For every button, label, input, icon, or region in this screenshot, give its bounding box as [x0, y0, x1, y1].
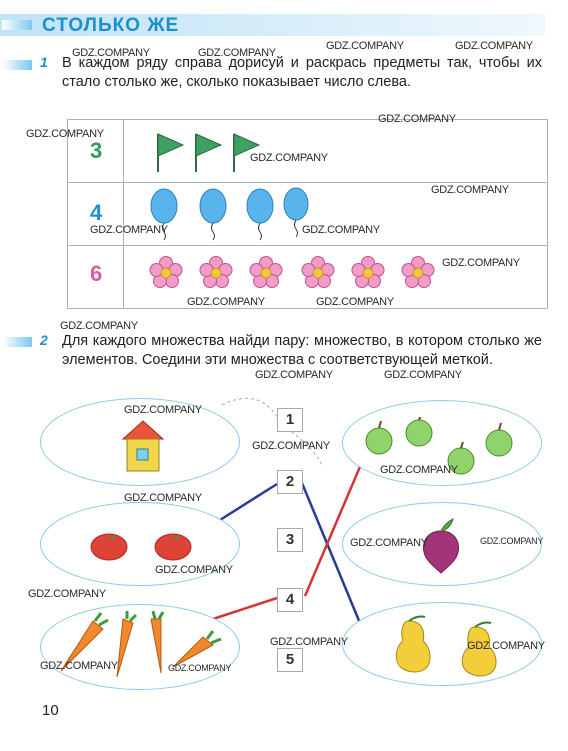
header-bar: [0, 14, 545, 36]
flag-icon: [195, 133, 223, 172]
label-box-2[interactable]: 2: [277, 470, 303, 494]
carrots-group: [60, 611, 222, 678]
line-4-to-apples: [303, 454, 367, 597]
balloons-row: [150, 187, 309, 241]
flag-icon: [157, 133, 185, 172]
table-row-divider: [68, 245, 547, 246]
watermark-text: GDZ.COMPANY: [124, 492, 202, 504]
row-number-6: 6: [90, 261, 103, 286]
watermark-text: GDZ.COMPANY: [455, 40, 533, 52]
watermark-text: GDZ.COMPANY: [252, 440, 330, 452]
watermark-text: GDZ.COMPANY: [124, 404, 202, 416]
watermark-text: GDZ.COMPANY: [431, 184, 509, 196]
apple-icon: [365, 420, 393, 455]
watermark-text: GDZ.COMPANY: [378, 113, 456, 125]
watermark-text: GDZ.COMPANY: [40, 660, 118, 672]
page-number: 10: [42, 702, 59, 719]
watermark-text: GDZ.COMPANY: [270, 636, 348, 648]
tomato-icon: [90, 533, 128, 561]
watermark-text: GDZ.COMPANY: [198, 47, 276, 59]
watermark-text: GDZ.COMPANY: [90, 224, 168, 236]
apples-group: [365, 417, 513, 475]
watermark-text: GDZ.COMPANY: [155, 564, 233, 576]
task2-text: Для каждого множества найди пару: множес…: [62, 333, 542, 368]
pears-group: [395, 615, 497, 677]
balloon-icon: [283, 187, 309, 238]
task2-marker: [2, 337, 32, 347]
watermark-text: GDZ.COMPANY: [250, 152, 328, 164]
carrot-icon: [150, 611, 165, 674]
label-box-1[interactable]: 1: [277, 408, 303, 432]
watermark-text: GDZ.COMPANY: [72, 47, 150, 59]
section-title: СТОЛЬКО ЖЕ: [42, 15, 180, 36]
line-tomatoes-to-2: [219, 482, 278, 522]
line-carrots-to-4: [209, 596, 278, 622]
set-carrots[interactable]: [40, 604, 240, 690]
flags-row: [157, 133, 261, 172]
flag-icon: [233, 133, 261, 172]
pear-icon: [461, 621, 497, 677]
watermark-text: GDZ.COMPANY: [316, 296, 394, 308]
watermark-text: GDZ.COMPANY: [467, 640, 545, 652]
balloon-icon: [246, 188, 274, 241]
pear-icon: [395, 615, 431, 673]
watermark-text: GDZ.COMPANY: [255, 369, 333, 381]
balloon-icon: [199, 188, 227, 241]
tomato-icon: [154, 533, 192, 561]
row-number-3: 3: [90, 138, 103, 163]
watermark-text: GDZ.COMPANY: [380, 464, 458, 476]
watermark-text: GDZ.COMPANY: [60, 320, 138, 332]
label-box-3[interactable]: 3: [277, 528, 303, 552]
task1-text: В каждом ряду справа дорисуй и раскрась …: [62, 55, 542, 90]
table-col-divider: [123, 120, 124, 308]
task1-marker: [2, 60, 32, 70]
label-box-4[interactable]: 4: [277, 588, 303, 612]
watermark-text: GDZ.COMPANY: [302, 224, 380, 236]
watermark-text: GDZ.COMPANY: [442, 257, 520, 269]
set-apples[interactable]: [342, 400, 542, 486]
watermark-text: GDZ.COMPANY: [187, 296, 265, 308]
set-pears[interactable]: [342, 602, 542, 686]
header-marker: [2, 20, 32, 30]
balloon-icon: [150, 188, 178, 241]
carrot-icon: [60, 612, 109, 672]
beet-icon: [423, 518, 459, 574]
apple-icon: [485, 422, 513, 457]
watermark-text: GDZ.COMPANY: [350, 537, 428, 549]
carrot-icon: [116, 611, 138, 678]
watermark-text: GDZ.COMPANY: [28, 588, 106, 600]
watermark-text: GDZ.COMPANY: [480, 536, 544, 546]
task2-number: 2: [40, 332, 48, 348]
set-beet[interactable]: [342, 502, 542, 586]
tomatoes-group: [90, 533, 192, 561]
line-2-to-pears: [300, 482, 364, 629]
watermark-text: GDZ.COMPANY: [26, 128, 104, 140]
apple-icon: [405, 417, 433, 447]
watermark-text: GDZ.COMPANY: [168, 663, 232, 673]
task1-table: 3 4 6: [67, 119, 548, 309]
task1-number: 1: [40, 54, 48, 70]
set-house[interactable]: [40, 398, 240, 486]
label-box-5[interactable]: 5: [277, 648, 303, 672]
apple-icon: [447, 441, 475, 475]
watermark-text: GDZ.COMPANY: [326, 40, 404, 52]
table-row-divider: [68, 182, 547, 183]
carrot-icon: [172, 630, 222, 668]
house-icon: [121, 420, 165, 472]
watermark-text: GDZ.COMPANY: [384, 369, 462, 381]
row-number-4: 4: [90, 200, 103, 225]
set-tomatoes[interactable]: [40, 502, 240, 586]
